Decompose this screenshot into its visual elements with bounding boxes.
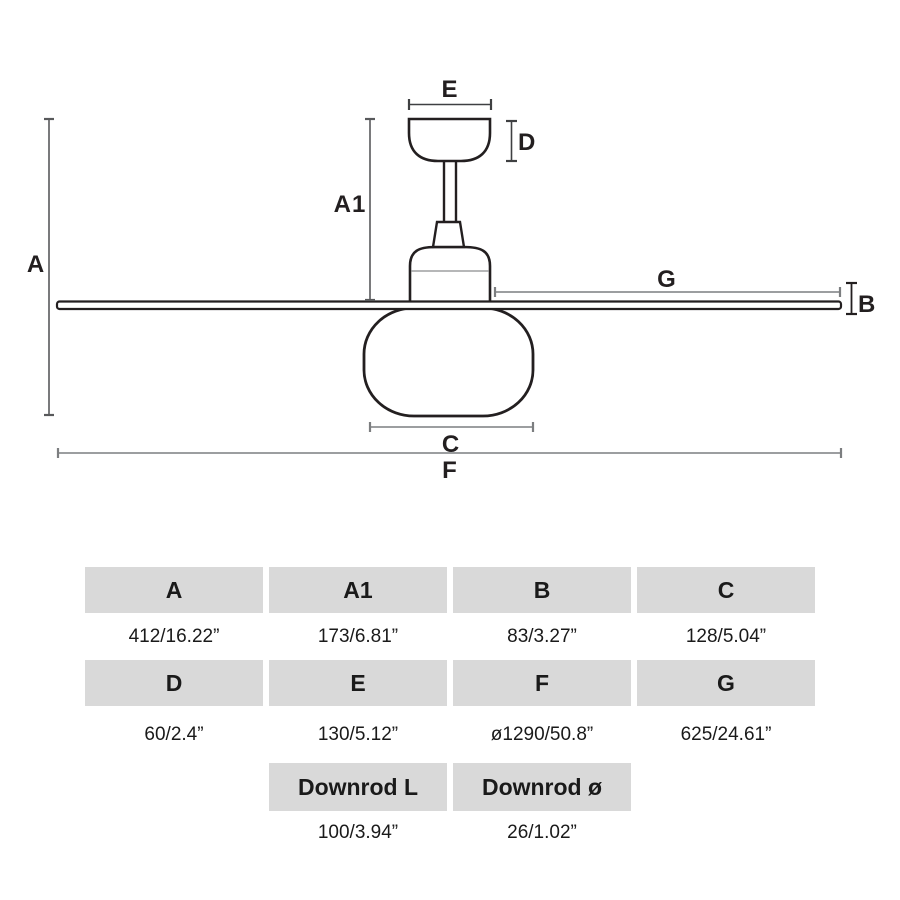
dim-e-label: E <box>441 76 458 103</box>
ceiling-canopy <box>407 117 492 163</box>
dim-g-label: G <box>657 266 677 293</box>
value-e: 130/5.12” <box>269 706 447 763</box>
value-b: 83/3.27” <box>453 613 631 660</box>
table-header-g: G <box>637 660 815 706</box>
downrod-coupling <box>431 220 466 249</box>
value-c: 128/5.04” <box>637 613 815 660</box>
table-header-f: F <box>453 660 631 706</box>
dim-a-label: A <box>27 251 45 278</box>
table-header-e: E <box>269 660 447 706</box>
fan-blade <box>55 300 843 311</box>
value-d: 60/2.4” <box>85 706 263 763</box>
glass-diffuser <box>362 306 535 418</box>
table-header-d: D <box>85 660 263 706</box>
value-g: 625/24.61” <box>637 706 815 763</box>
table-header-downrod-dia: Downrod ø <box>453 763 631 811</box>
dim-f-label: F <box>442 457 458 484</box>
value-downrod-dia: 26/1.02” <box>453 811 631 855</box>
table-header-downrod-l: Downrod L <box>269 763 447 811</box>
dim-b-label: B <box>858 291 876 318</box>
value-downrod-l: 100/3.94” <box>269 811 447 855</box>
dim-a1-label: A1 <box>334 191 367 218</box>
dim-c-label: C <box>442 431 460 458</box>
ceiling-fan-diagram: E D A1 A G B <box>27 76 876 484</box>
dimension-table: A A1 B C 412/16.22” 173/6.81” 83/3.27” 1… <box>85 567 815 855</box>
motor-housing <box>408 245 492 305</box>
value-a: 412/16.22” <box>85 613 263 660</box>
dim-d-label: D <box>518 129 536 156</box>
value-a1: 173/6.81” <box>269 613 447 660</box>
table-header-c: C <box>637 567 815 613</box>
table-header-b: B <box>453 567 631 613</box>
table-header-a: A <box>85 567 263 613</box>
table-header-a1: A1 <box>269 567 447 613</box>
value-f: ø1290/50.8” <box>453 706 631 763</box>
